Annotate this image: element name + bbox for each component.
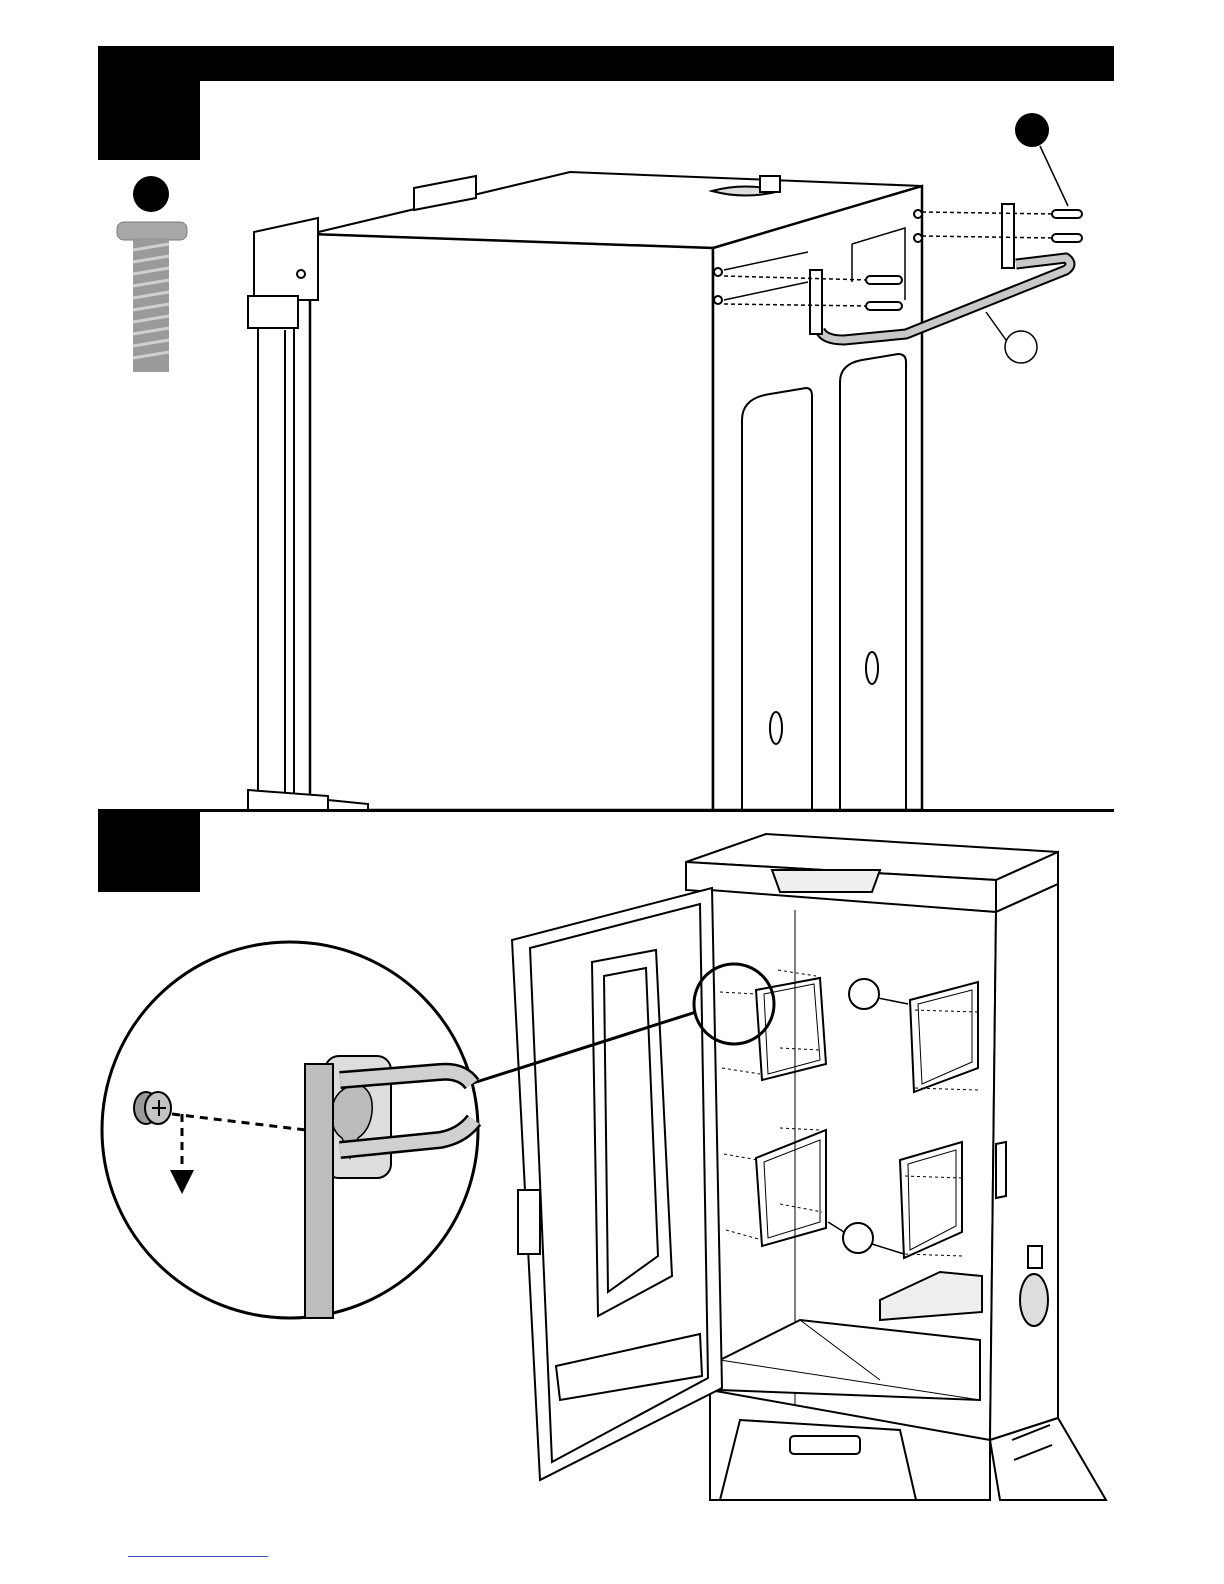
footer-link-underline[interactable] — [128, 1556, 268, 1557]
screw-head-icon — [134, 1092, 171, 1124]
detail-magnifier — [102, 942, 774, 1318]
arrow-down-icon — [170, 1170, 194, 1194]
bolt-icon — [117, 176, 187, 372]
step-1-illustration — [0, 0, 1224, 810]
step-2-number-tab — [98, 812, 200, 892]
smoker-cabinet-open-door — [512, 834, 1106, 1500]
rack-supports — [720, 970, 978, 1258]
smoker-cabinet-rear-view — [248, 172, 922, 810]
